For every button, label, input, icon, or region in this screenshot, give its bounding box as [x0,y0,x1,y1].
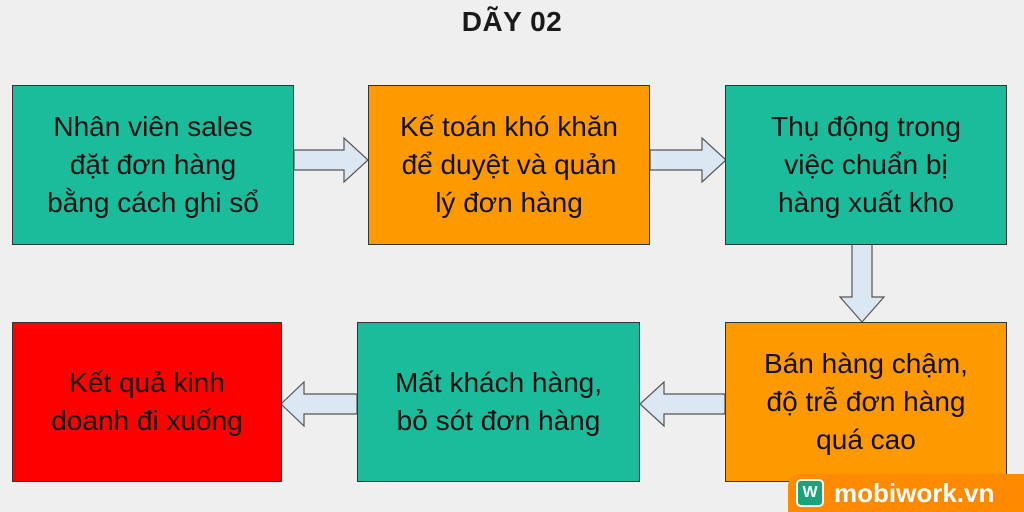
node-n1: Nhân viên sales đặt đơn hàng bằng cách g… [12,85,294,245]
node-n3: Thụ động trong việc chuẩn bị hàng xuất k… [725,85,1007,245]
node-n2-line: để duyệt và quản [401,149,617,180]
node-n5-line: bỏ sót đơn hàng [396,405,601,436]
arrow-n5-n6 [280,380,358,428]
node-n6-line: doanh đi xuống [51,405,243,436]
node-n1-line: bằng cách ghi sổ [47,187,259,218]
node-n4-line: Bán hàng chậm, [764,348,968,379]
node-n5: Mất khách hàng, bỏ sót đơn hàng [357,322,640,482]
node-n4-line: độ trễ đơn hàng [766,386,966,417]
arrow-n2-n3 [649,136,727,184]
brand-logo: W mobiwork.vn [788,474,1024,512]
node-n3-line: hàng xuất kho [778,187,954,218]
arrow-n3-n4 [838,243,886,323]
brand-mark-icon: W [796,479,824,507]
arrow-n1-n2 [293,136,369,184]
node-n4-line: quá cao [816,424,916,455]
node-n6-line: Kết quả kinh [69,367,225,398]
node-n6: Kết quả kinh doanh đi xuống [12,322,282,482]
node-n3-line: Thụ động trong [771,111,961,142]
node-n1-line: Nhân viên sales [53,111,253,142]
diagram-title: DÃY 02 [461,6,563,37]
node-n5-line: Mất khách hàng, [394,367,603,398]
node-n3-line: việc chuẩn bị [784,149,948,180]
node-n2: Kế toán khó khăn để duyệt và quản lý đơn… [368,85,650,245]
node-n4: Bán hàng chậm, độ trễ đơn hàng quá cao [725,322,1007,482]
node-n2-line: Kế toán khó khăn [400,111,618,142]
arrow-n4-n5 [639,380,726,428]
brand-text: mobiwork.vn [834,477,995,508]
node-n2-line: lý đơn hàng [435,187,583,218]
node-n1-line: đặt đơn hàng [69,149,237,180]
